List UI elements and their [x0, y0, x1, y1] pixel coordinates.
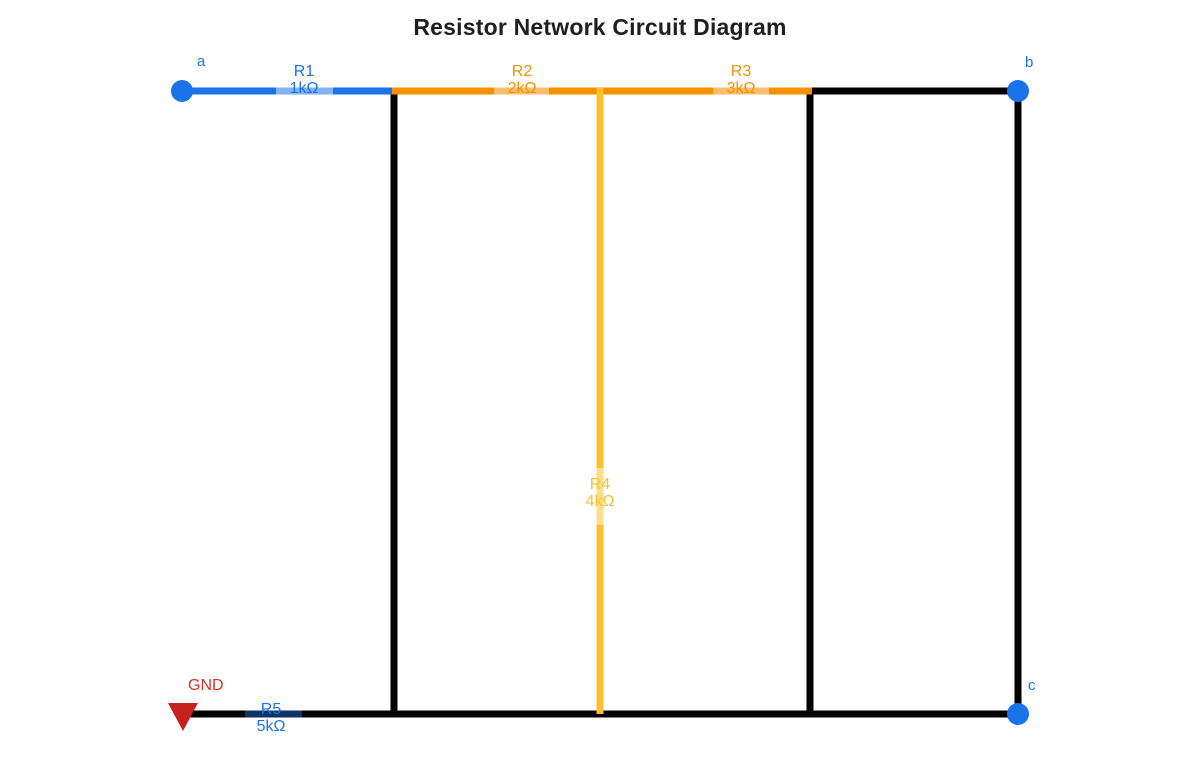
ground-symbol [168, 703, 198, 731]
node-dot-c[interactable] [1007, 703, 1029, 725]
resistor-value-R5: 5kΩ [256, 717, 286, 735]
node-label-c: c [1028, 677, 1036, 694]
ground-triangle-icon [168, 703, 198, 731]
resistor-label-R3: R3 3kΩ [691, 63, 791, 98]
resistor-value-R2: 2kΩ [507, 79, 537, 97]
resistor-label-R5: R5 5kΩ [221, 701, 321, 736]
resistor-name-R5: R5 [260, 701, 282, 718]
resistor-name-R4: R4 [589, 476, 611, 493]
resistor-name-R2: R2 [511, 63, 533, 80]
node-label-a: a [197, 53, 206, 70]
node-dot-b[interactable] [1007, 80, 1029, 102]
resistor-label-R2: R2 2kΩ [472, 63, 572, 98]
resistor-value-R1: 1kΩ [289, 79, 319, 97]
resistor-name-R3: R3 [730, 63, 752, 80]
nodes-layer [171, 80, 1029, 725]
resistor-value-R3: 3kΩ [726, 79, 756, 97]
resistor-label-R4: R4 4kΩ [550, 476, 650, 511]
page-title: Resistor Network Circuit Diagram [413, 14, 787, 40]
ground-label: GND [188, 677, 224, 694]
resistor-name-R1: R1 [293, 63, 315, 80]
resistor-label-R1: R1 1kΩ [254, 63, 354, 98]
node-label-b: b [1025, 54, 1034, 71]
node-dot-a[interactable] [171, 80, 193, 102]
resistor-value-R4: 4kΩ [585, 492, 615, 510]
